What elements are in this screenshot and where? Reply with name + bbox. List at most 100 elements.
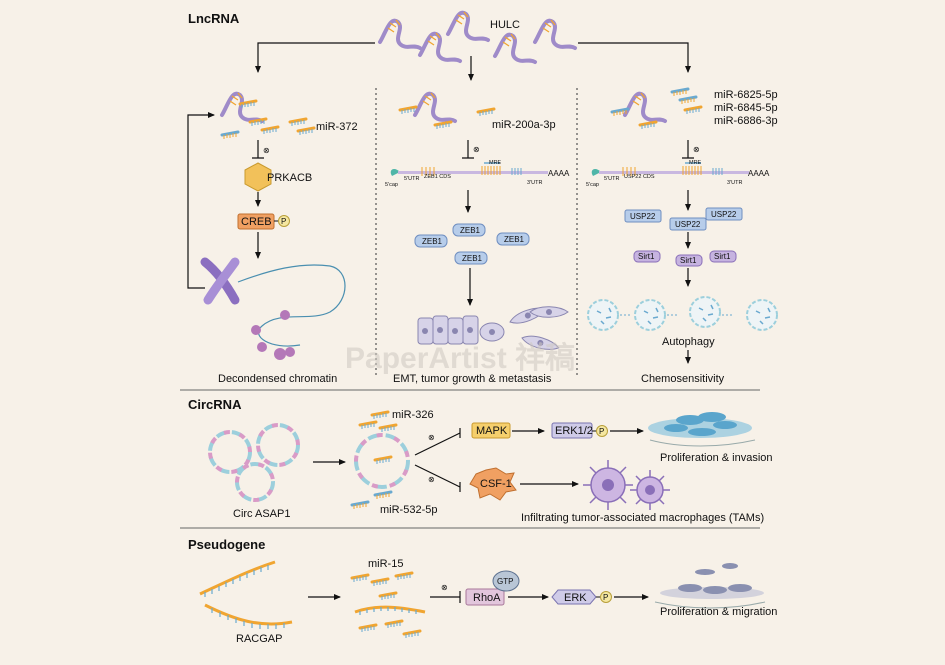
col1-caption: Decondensed chromatin	[218, 373, 337, 385]
col2-mre: MRE	[489, 160, 502, 166]
col3-cap: 5'cap	[586, 182, 599, 188]
autophagy-label: Autophagy	[662, 336, 715, 348]
usp22-protein-group: USP22 USP22 USP22	[624, 207, 743, 231]
col3-cds: USP22 CDS	[624, 174, 655, 180]
phospho-label-col1: P	[281, 217, 286, 226]
phospho-label-pseudo: P	[603, 593, 608, 602]
col1-mirna-label: miR-372	[316, 121, 358, 133]
csf1-label: CSF-1	[480, 478, 512, 490]
col3-polya: AAAA	[748, 169, 770, 178]
zeb1-mrna-icon	[389, 162, 549, 177]
erk12-label: ERK1/2	[555, 425, 593, 437]
zeb1-protein-2: ZEB1	[422, 237, 443, 246]
col3-mirna-1: miR-6825-5p	[714, 89, 778, 101]
rhoa-label: RhoA	[473, 592, 501, 604]
col2-polya: AAAA	[548, 169, 570, 178]
macrophage-icon	[583, 460, 670, 510]
col3-mirna-3: miR-6886-3p	[714, 115, 778, 127]
mapk-box	[471, 422, 511, 439]
inhibition-col3	[682, 140, 694, 159]
section-title-circrna: CircRNA	[188, 397, 242, 412]
phospho-badge-col1	[278, 215, 290, 227]
circ-mir-bottom-label: miR-532-5p	[380, 504, 437, 516]
gtp-badge	[492, 570, 520, 592]
circ-outcome-2: Infiltrating tumor-associated macrophage…	[521, 512, 764, 524]
col3-mirna-2: miR-6845-5p	[714, 102, 778, 114]
hulc-mir6825-complex-icon	[610, 87, 703, 131]
inhibition-col2	[462, 140, 474, 159]
migrating-cells-icon	[654, 563, 766, 609]
circ-asap1-label: Circ ASAP1	[233, 508, 290, 520]
zeb1-protein-4: ZEB1	[462, 254, 483, 263]
rhoa-box	[465, 588, 505, 606]
epithelial-cells-icon	[417, 315, 505, 345]
zeb1-protein-3: ZEB1	[504, 235, 525, 244]
sirt1-protein-group: Sirt1 Sirt1 Sirt1	[633, 250, 737, 267]
col3-utr5: 5'UTR	[604, 176, 619, 182]
col3-utr3: 3'UTR	[727, 180, 742, 186]
creb-label: CREB	[241, 216, 272, 228]
pseudo-mirna-label: miR-15	[368, 558, 403, 570]
zeb1-protein-1: ZEB1	[460, 226, 481, 235]
inhibition-col1	[252, 140, 264, 159]
usp22-protein-3: USP22	[675, 220, 701, 229]
arrow-hulc-to-col3	[578, 42, 691, 73]
phospho-label-circ: P	[599, 427, 604, 436]
inhibit-symbol-col1: ⊗	[263, 146, 270, 155]
circ-outcome-1: Proliferation & invasion	[660, 452, 773, 464]
phospho-badge-circ	[596, 425, 608, 437]
erk-box	[551, 589, 597, 605]
racgap-label: RACGAP	[236, 633, 282, 645]
inhibit-symbol-col2: ⊗	[473, 145, 480, 154]
inhibit-symbol-mapk: ⊗	[428, 433, 435, 442]
usp22-protein-2: USP22	[711, 210, 737, 219]
hulc-mir372-complex-icon	[220, 91, 316, 141]
prkacb-hexagon-icon	[244, 162, 272, 192]
feedback-arrow-col1	[187, 112, 215, 289]
inhibit-symbol-csf1: ⊗	[428, 475, 435, 484]
col2-cds: ZEB1 CDS	[424, 174, 451, 180]
csf1-shape	[469, 467, 517, 501]
inhibition-csf1	[414, 464, 461, 492]
sirt1-protein-3: Sirt1	[714, 252, 731, 261]
zeb1-protein-group: ZEB1 ZEB1 ZEB1 ZEB1	[414, 223, 530, 265]
autophagy-process-icon	[587, 296, 778, 331]
arrow-hulc-to-col1	[255, 42, 375, 73]
col2-utr5: 5'UTR	[404, 176, 419, 182]
erk-label: ERK	[564, 592, 587, 604]
inhibition-rhoa	[430, 591, 461, 603]
usp22-mrna-icon	[590, 162, 750, 177]
pseudo-outcome: Proliferation & migration	[660, 606, 777, 618]
hulc-rna-cluster-icon	[378, 10, 577, 64]
col2-caption: EMT, tumor growth & metastasis	[393, 373, 552, 385]
col3-caption: Chemosensitivity	[641, 373, 725, 385]
inhibit-symbol-rhoa: ⊗	[441, 583, 448, 592]
hulc-mir200a-complex-icon	[398, 91, 496, 131]
circ-sponge-icon	[350, 410, 410, 511]
decondensed-chromatin-icon	[237, 264, 346, 360]
gtp-label: GTP	[497, 577, 513, 586]
col2-utr3: 3'UTR	[527, 180, 542, 186]
watermark: PaperArtist 祥稿	[345, 341, 575, 375]
mapk-label: MAPK	[476, 425, 508, 437]
section-title-lncrna: LncRNA	[188, 11, 240, 26]
sirt1-protein-2: Sirt1	[680, 256, 697, 265]
col2-cap: 5'cap	[385, 182, 398, 188]
racgap-rna-icon	[199, 560, 293, 629]
hulc-label: HULC	[490, 19, 520, 31]
prkacb-label: PRKACB	[267, 172, 312, 184]
sirt1-protein-1: Sirt1	[638, 252, 655, 261]
circ-asap1-icon	[208, 423, 300, 502]
col3-mre: MRE	[689, 160, 702, 166]
inhibition-mapk	[414, 428, 461, 456]
chromosome-icon	[200, 257, 240, 305]
section-title-pseudogene: Pseudogene	[188, 537, 265, 552]
usp22-protein-1: USP22	[630, 212, 656, 221]
phospho-badge-pseudo	[600, 591, 612, 603]
inhibit-symbol-col3: ⊗	[693, 145, 700, 154]
circ-mir-top-label: miR-326	[392, 409, 434, 421]
col2-mirna-label: miR-200a-3p	[492, 119, 556, 131]
pseudogene-mirna-cluster-icon	[350, 571, 426, 640]
